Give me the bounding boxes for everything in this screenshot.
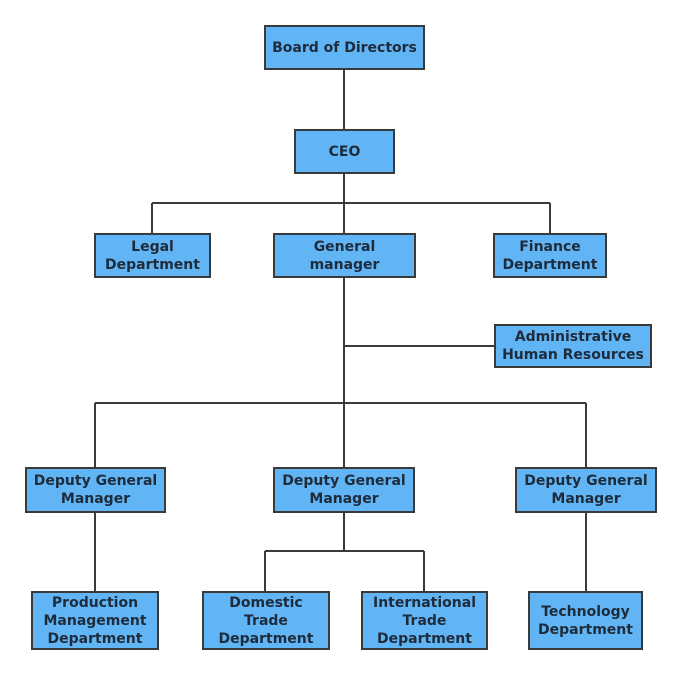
node-international-trade-department: International Trade Department bbox=[361, 591, 488, 650]
node-finance-label: Finance Department bbox=[502, 238, 598, 273]
node-board-of-directors: Board of Directors bbox=[264, 25, 425, 70]
node-finance-department: Finance Department bbox=[493, 233, 607, 278]
node-domestic-label: Domestic Trade Department bbox=[218, 594, 314, 647]
node-general-manager: General manager bbox=[273, 233, 416, 278]
node-ceo-label: CEO bbox=[328, 143, 361, 160]
node-dgm-left-label: Deputy General Manager bbox=[33, 473, 158, 507]
node-dgm-left: Deputy General Manager bbox=[25, 467, 166, 513]
node-ceo: CEO bbox=[294, 129, 395, 174]
node-legal-department: Legal Department bbox=[94, 233, 211, 278]
node-production-department: Production Management Department bbox=[31, 591, 159, 650]
node-dgm-center-label: Deputy General Manager bbox=[282, 473, 406, 507]
node-dgm-right-label: Deputy General Manager bbox=[524, 473, 648, 507]
node-legal-label: Legal Department bbox=[105, 238, 200, 273]
node-board-label: Board of Directors bbox=[272, 39, 417, 56]
node-administrative-hr: Administrative Human Resources bbox=[494, 324, 652, 368]
node-dgm-right: Deputy General Manager bbox=[515, 467, 657, 513]
node-international-label: International Trade Department bbox=[372, 594, 476, 647]
node-technology-department: Technology Department bbox=[528, 591, 643, 650]
node-dgm-center: Deputy General Manager bbox=[273, 467, 415, 513]
node-production-label: Production Management Department bbox=[43, 594, 147, 647]
node-technology-label: Technology Department bbox=[538, 603, 633, 638]
node-gm-label: General manager bbox=[309, 238, 380, 273]
node-admin-hr-label: Administrative Human Resources bbox=[502, 329, 644, 363]
node-domestic-trade-department: Domestic Trade Department bbox=[202, 591, 330, 650]
